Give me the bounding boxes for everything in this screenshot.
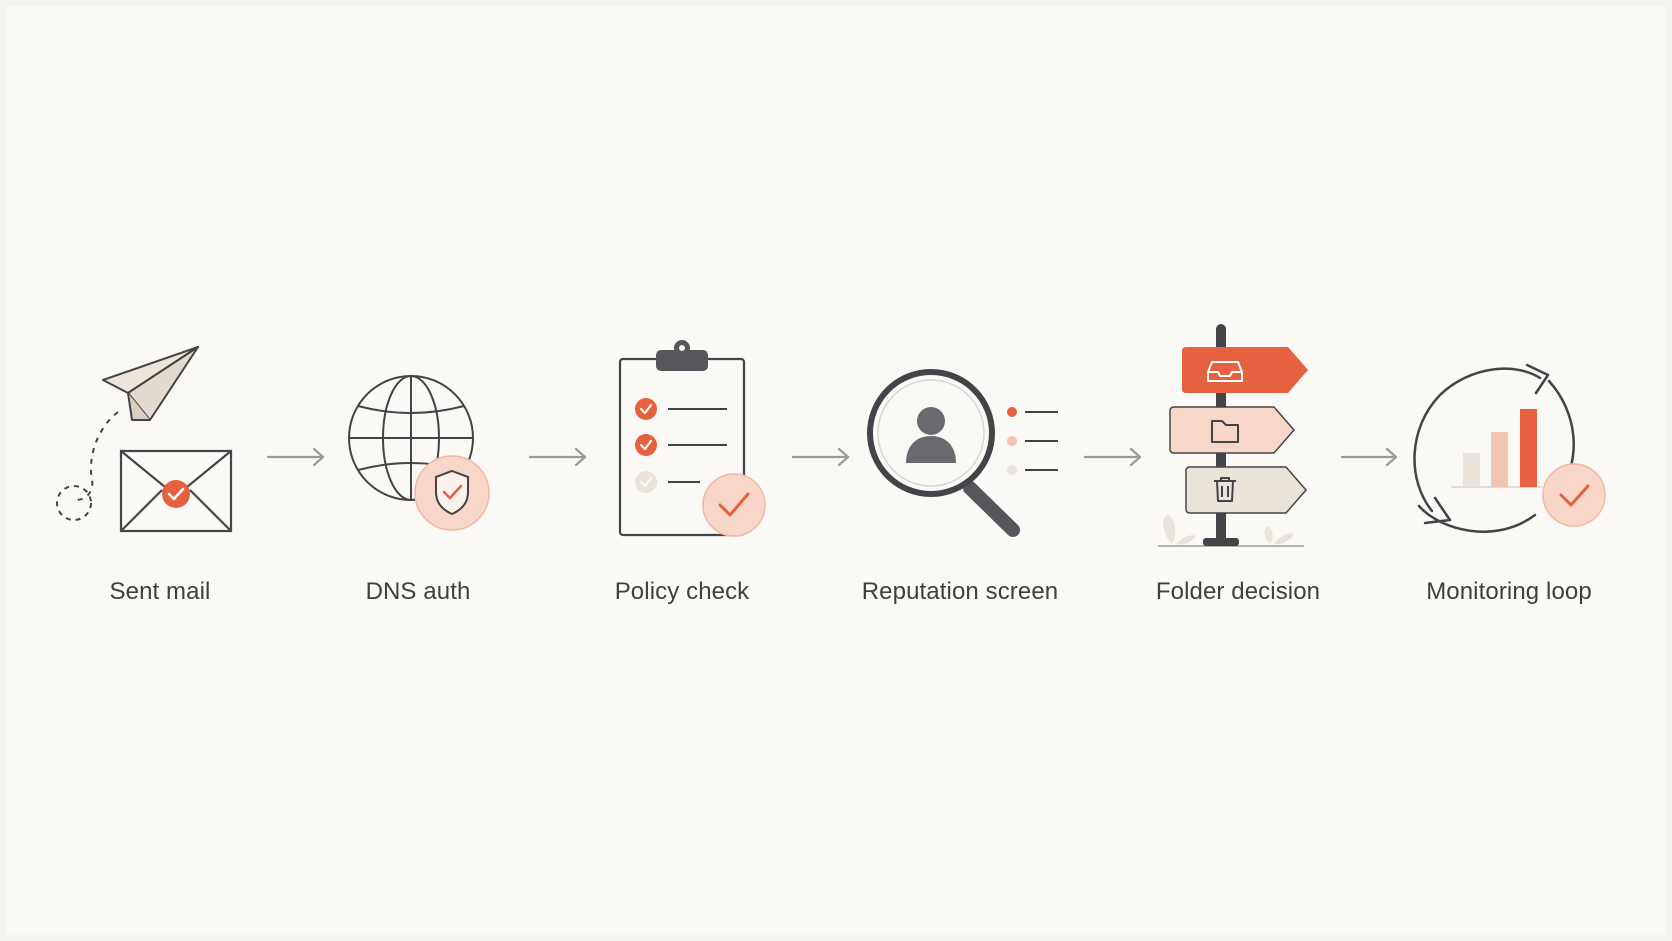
arrow-1: [266, 447, 325, 467]
magnifier-person-icon: [867, 369, 1058, 537]
step-label-policy-check: Policy check: [614, 578, 750, 605]
policy-check-badge: [702, 473, 766, 537]
envelope-check-badge: [162, 480, 190, 508]
checklist-item-2: [635, 434, 727, 456]
step-label-dns-auth: DNS auth: [365, 578, 471, 605]
inbox-tray-icon: [1207, 361, 1243, 382]
folder-sign: [1169, 406, 1295, 454]
step-label-reputation-screen: Reputation screen: [861, 578, 1059, 605]
step-label-folder-decision: Folder decision: [1155, 578, 1321, 605]
signpost-base: [1203, 538, 1239, 546]
canvas-frame: [6, 6, 1666, 935]
arrow-2: [528, 447, 587, 467]
globe-shield-icon: [348, 375, 490, 531]
step-label-sent-mail: Sent mail: [109, 578, 211, 605]
grass-sprig-right: [1264, 526, 1294, 545]
grass-sprig-left: [1163, 514, 1196, 545]
dashed-trail: [75, 411, 119, 501]
arrow-3: [791, 447, 850, 467]
trash-icon: [1214, 477, 1236, 502]
trail-origin-dot: [56, 485, 92, 521]
clipboard-checklist-icon: [618, 340, 766, 537]
trash-sign: [1185, 466, 1307, 514]
magnifier-handle: [963, 481, 1020, 537]
paper-plane-icon: [102, 346, 199, 421]
flow-arrows: [266, 447, 1398, 467]
arrow-4: [1083, 447, 1142, 467]
refresh-loop-icon: [1413, 363, 1575, 533]
signpost-folders-icon: [1158, 324, 1308, 547]
globe-icon: [348, 375, 474, 501]
shield-icon: [435, 469, 469, 516]
refresh-chart-icon: [1413, 363, 1606, 533]
lens-inner-ring: [877, 379, 985, 487]
person-icon: [906, 407, 956, 463]
step-label-monitoring-loop: Monitoring loop: [1426, 578, 1592, 605]
clipboard-clip: [656, 340, 708, 371]
reputation-list: [1007, 407, 1058, 475]
folder-icon: [1211, 420, 1239, 443]
shield-badge: [414, 455, 490, 531]
checklist-item-1: [635, 398, 727, 420]
bar-chart-icon: [1451, 409, 1543, 488]
paper-plane-envelope-icon: [56, 346, 233, 533]
inbox-sign: [1182, 347, 1308, 393]
arrow-5: [1340, 447, 1398, 467]
checklist-item-3: [635, 471, 700, 493]
monitoring-check-badge: [1542, 463, 1606, 527]
